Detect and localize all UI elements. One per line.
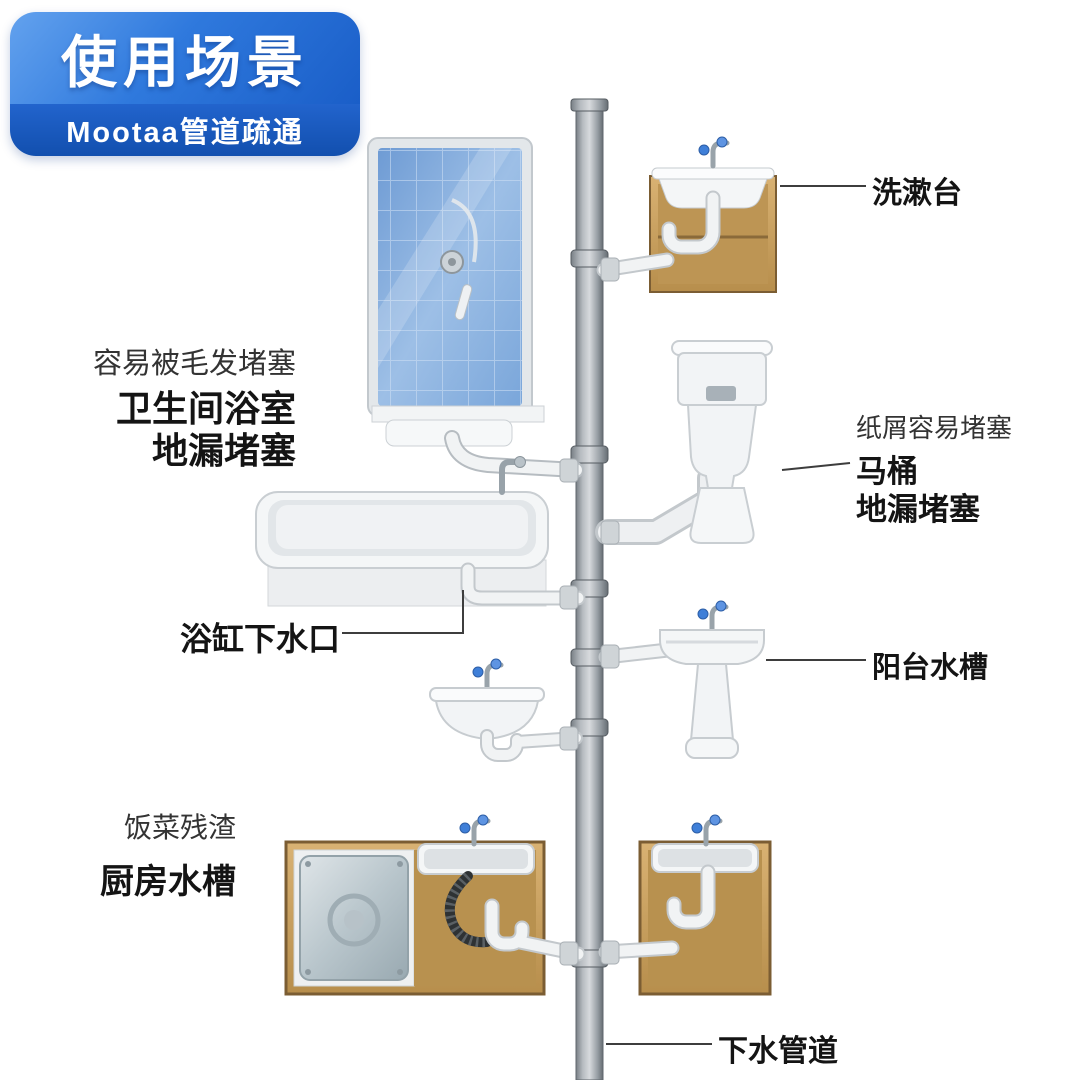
kitchen-label-block: 饭菜残渣 厨房水槽 (60, 806, 236, 903)
shower-label-line2: 地漏堵塞 (151, 430, 296, 471)
washbasin-label: 洗漱台 (872, 177, 962, 210)
kitchen-sink-label: 厨房水槽 (100, 863, 236, 901)
toilet-label-block: 纸屑容易堵塞 马桶 地漏堵塞 (856, 408, 1012, 529)
bathtub-drain-pipe (460, 562, 586, 606)
header-title-bar: 使用场景 (10, 12, 360, 104)
brand-subtitle: Mootaa管道疏通 (66, 117, 304, 149)
wall-sink-illustration (429, 659, 545, 741)
shower-label-block: 容易被毛发堵塞 卫生间浴室 地漏堵塞 (52, 340, 296, 472)
header-subtitle-bar: Mootaa管道疏通 (10, 104, 360, 156)
toilet-label-line2: 地漏堵塞 (856, 492, 980, 527)
shower-drain-pipe (444, 430, 584, 478)
shower-label-line1: 卫生间浴室 (115, 388, 296, 429)
shower-note: 容易被毛发堵塞 (92, 348, 296, 380)
balcony-sink-label: 阳台水槽 (872, 652, 989, 684)
drain-pipe-label: 下水管道 (718, 1035, 838, 1068)
annotation-lines (342, 185, 866, 1045)
shower-illustration (367, 137, 545, 447)
kitchen-note: 饭菜残渣 (123, 812, 236, 843)
kitchen-sink-hose (444, 871, 492, 948)
toilet-connector-line (781, 462, 851, 471)
page-title: 使用场景 (61, 30, 309, 94)
toilet-label-line1: 马桶 (856, 454, 918, 489)
bathtub-label: 浴缸下水口 (180, 621, 341, 657)
toilet-illustration (671, 340, 773, 544)
balcony-sink-illustration (659, 601, 765, 759)
pipe-junction-fittings (559, 257, 620, 966)
toilet-note: 纸屑容易堵塞 (856, 413, 1013, 443)
bathtub-illustration (255, 456, 549, 607)
kitchen-cabinet-illustration (284, 815, 546, 996)
header-badge: 使用场景 Mootaa管道疏通 (10, 12, 360, 156)
bathtub-connector-line (342, 590, 464, 634)
